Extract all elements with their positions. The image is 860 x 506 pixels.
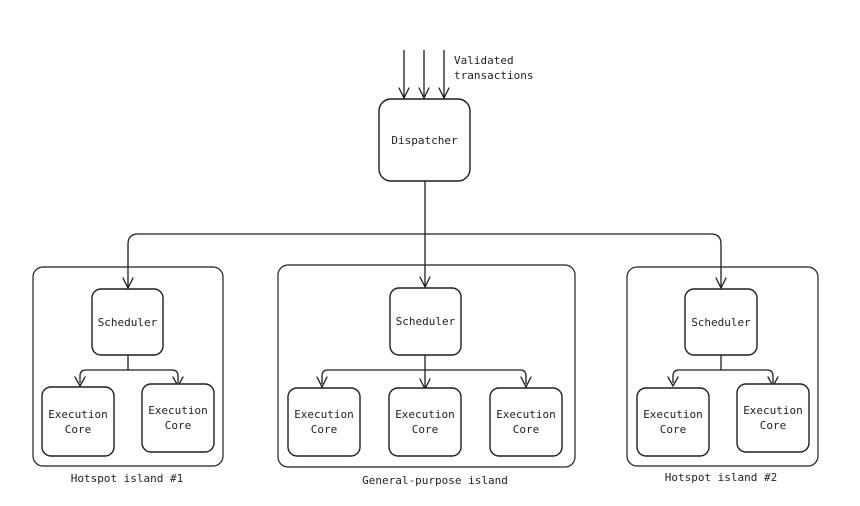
island-label-general-purpose: General-purpose island	[362, 474, 508, 487]
dispatcher-connectors	[122, 181, 727, 289]
execution-core-label: Execution	[643, 408, 703, 421]
execution-core-label: Core	[165, 419, 192, 432]
execution-core-box	[41, 386, 115, 457]
scheduler-label: Scheduler	[98, 316, 158, 329]
execution-core-label: Core	[660, 423, 687, 436]
execution-core-label: Core	[760, 419, 787, 432]
island-label-hotspot-2: Hotspot island #2	[665, 471, 778, 484]
execution-core-label: Core	[412, 423, 439, 436]
execution-core-label: Execution	[48, 408, 108, 421]
input-label-line1: Validated	[454, 54, 514, 67]
execution-core-label: Execution	[496, 408, 556, 421]
input-label-line2: transactions	[454, 69, 533, 82]
scheduler-label: Scheduler	[691, 316, 751, 329]
execution-core-label: Execution	[395, 408, 455, 421]
island-hotspot-1: Scheduler Execution Core Execution Core	[32, 266, 224, 467]
execution-core-box	[141, 383, 215, 453]
execution-core-label: Core	[513, 423, 540, 436]
execution-core-box	[489, 387, 563, 457]
execution-core-label: Execution	[148, 404, 208, 417]
execution-core-label: Core	[65, 423, 92, 436]
execution-core-box	[736, 383, 810, 453]
execution-core-box	[388, 387, 462, 457]
island-hotspot-2: Scheduler Execution Core Execution Core	[626, 266, 819, 467]
dispatcher-box: Dispatcher	[378, 98, 471, 182]
execution-core-box	[636, 387, 710, 457]
island-label-hotspot-1: Hotspot island #1	[71, 472, 184, 485]
input-arrows	[398, 50, 450, 99]
execution-core-label: Execution	[743, 404, 803, 417]
execution-core-label: Execution	[294, 408, 354, 421]
execution-core-box	[287, 387, 361, 457]
scheduler-label: Scheduler	[396, 315, 456, 328]
dispatcher-label: Dispatcher	[391, 134, 458, 147]
execution-core-label: Core	[311, 423, 338, 436]
island-general-purpose: Scheduler Execution Core Execution Core …	[277, 264, 576, 468]
